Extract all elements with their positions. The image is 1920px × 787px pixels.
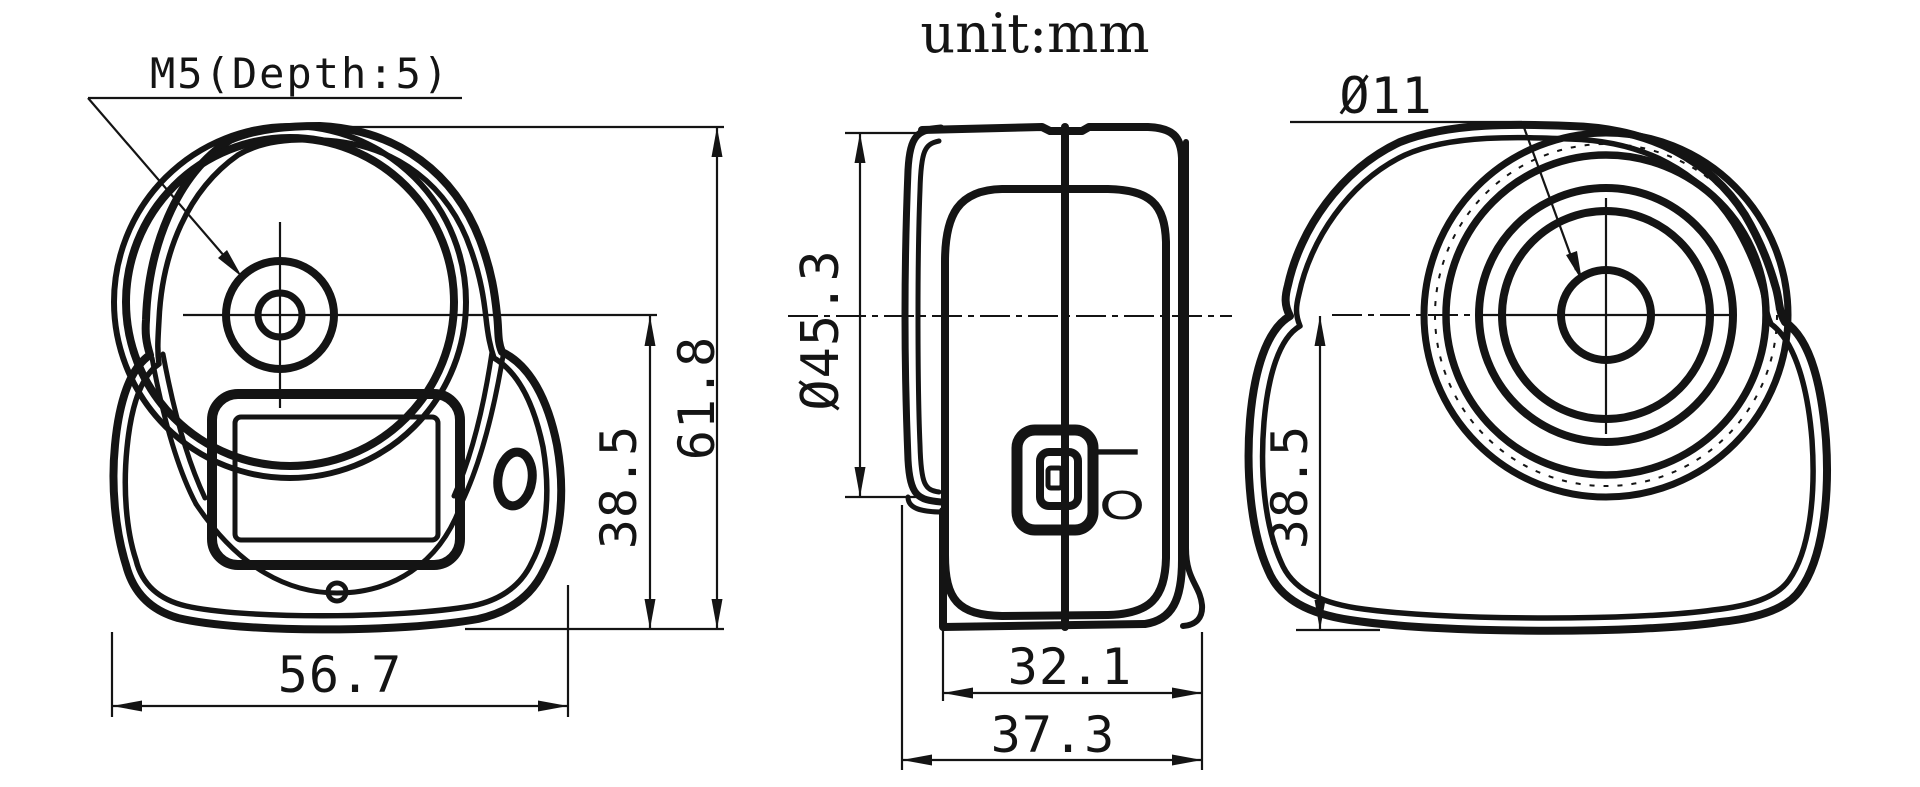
dim-flange-diameter: Ø45.3 (791, 249, 851, 411)
thread-callout-text: M5(Depth:5) (150, 49, 450, 98)
side-body-outline (941, 185, 1170, 620)
arrowhead-icon (943, 687, 973, 699)
dim-width: 56.7 (278, 646, 402, 704)
arrowhead-icon (711, 127, 723, 157)
dim-body-depth: 32.1 (1008, 638, 1132, 696)
power-on-symbol: I (1085, 444, 1148, 460)
front-bottom-seam (193, 499, 465, 596)
back-view-dimensions: 38.5 (1261, 316, 1380, 632)
arrowhead-icon (1314, 316, 1326, 346)
bottom-screw (325, 580, 349, 604)
side-button (493, 447, 537, 511)
back-outer-silhouette (1244, 120, 1831, 635)
leader-arrowhead-icon (1566, 251, 1582, 281)
power-switch-toggle-mark (1045, 465, 1065, 491)
arrowhead-icon (644, 316, 656, 346)
flange-inner-edge (915, 138, 942, 495)
arrowhead-icon (1172, 754, 1202, 766)
flange-foot (905, 494, 946, 515)
power-switch-toggle (1036, 448, 1082, 510)
arrowhead-icon (711, 599, 723, 629)
dim-total-height: 61.8 (668, 336, 726, 460)
front-face-outer-circle (111, 123, 469, 481)
front-view: M5(Depth:5) (87, 49, 657, 634)
arrowhead-icon (902, 754, 932, 766)
arrowhead-icon (854, 133, 866, 163)
side-view: I O (788, 123, 1232, 631)
back-view: Ø11 (1244, 67, 1831, 635)
hole-callout-leader (1520, 121, 1578, 271)
dim-hole-diameter: Ø11 (1339, 67, 1432, 125)
arrowhead-icon (854, 467, 866, 497)
unit-label: unit:mm (920, 2, 1149, 65)
side-rear-contour (1180, 139, 1206, 629)
arrowhead-icon (538, 700, 568, 712)
front-face-inner-circle (122, 134, 458, 470)
front-right-crease-outer (459, 353, 506, 505)
display-window-bezel (207, 389, 465, 570)
arrowhead-icon (112, 700, 142, 712)
arrowhead-icon (1314, 600, 1326, 630)
arrowhead-icon (1172, 687, 1202, 699)
dim-back-center-to-bottom: 38.5 (1261, 425, 1319, 549)
thread-callout-leader (87, 97, 239, 273)
front-inner-silhouette (122, 136, 550, 619)
front-outer-silhouette (109, 122, 566, 634)
power-switch (1011, 424, 1099, 536)
front-left-crease-outer (149, 355, 199, 507)
front-left-crease-inner (160, 351, 208, 501)
power-off-symbol: O (1099, 484, 1145, 528)
back-ring-outer (1420, 129, 1792, 501)
arrowhead-icon (644, 599, 656, 629)
dim-center-to-bottom: 38.5 (590, 425, 648, 549)
front-view-dimensions: 61.8 38.5 56.7 (110, 125, 726, 717)
side-shell-outline (918, 123, 1186, 631)
dim-total-depth: 37.3 (991, 706, 1115, 764)
leader-arrowhead-icon (218, 250, 242, 277)
display-window-screen (232, 414, 441, 543)
side-view-dimensions: Ø45.3 32.1 37.3 (791, 131, 1204, 770)
